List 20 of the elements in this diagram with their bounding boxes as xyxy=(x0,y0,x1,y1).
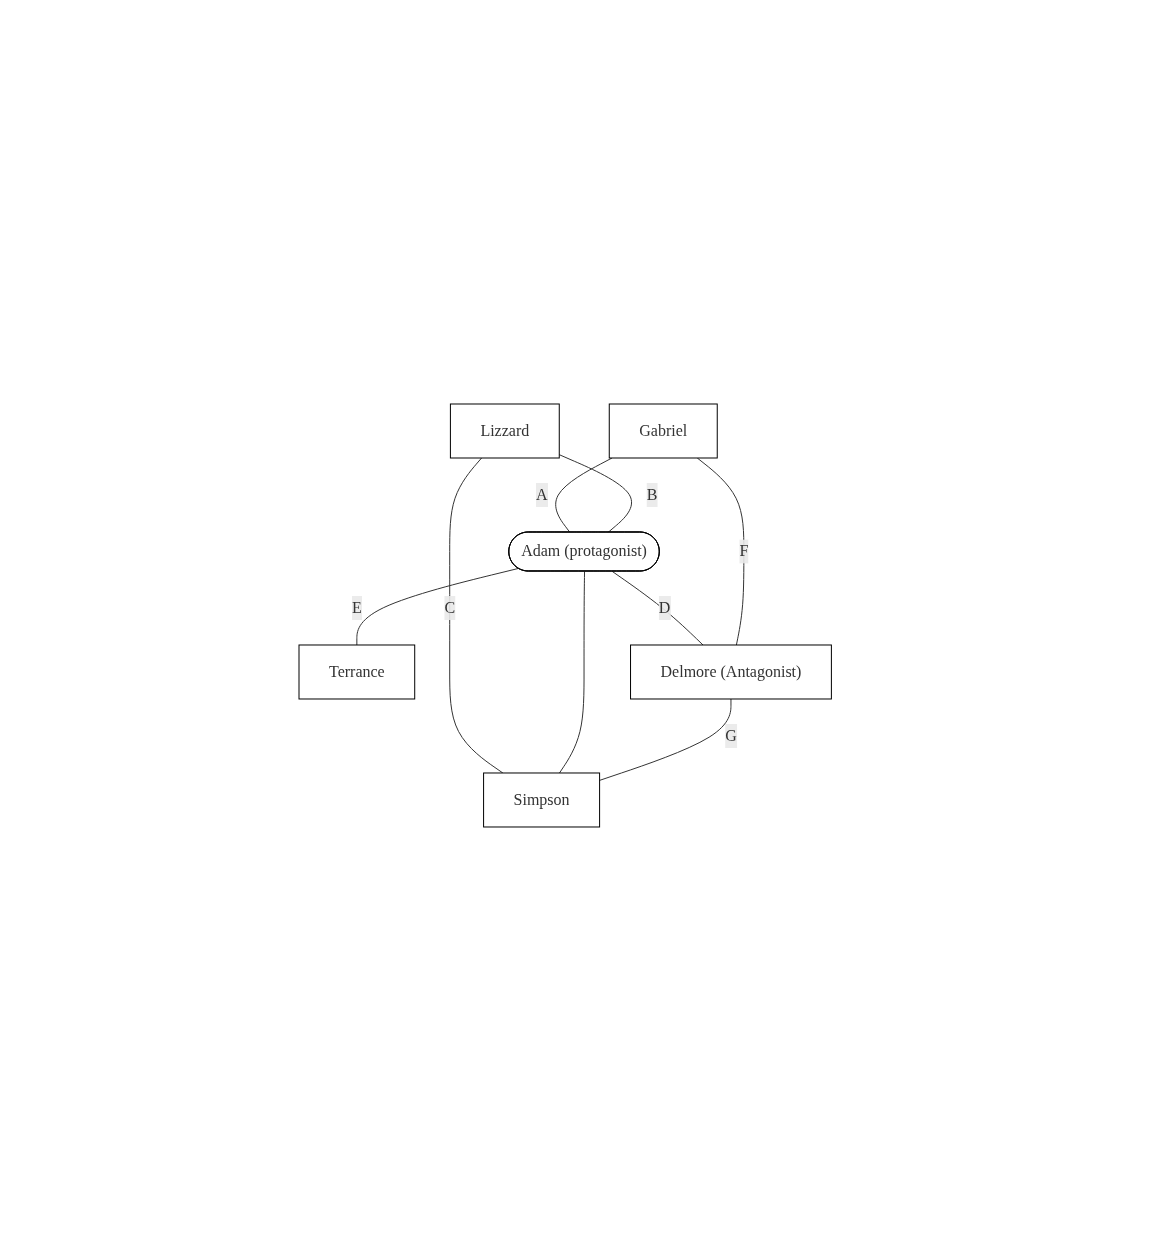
edge-label: B xyxy=(646,485,658,503)
node-box: Gabriel xyxy=(608,403,718,458)
connector xyxy=(611,570,704,645)
connector xyxy=(558,453,632,533)
connector xyxy=(449,457,504,773)
edge-label: D xyxy=(658,598,671,616)
edge-label: F xyxy=(739,541,749,559)
edge-label: C xyxy=(444,598,455,616)
connector xyxy=(696,457,745,645)
connector xyxy=(356,567,519,645)
node-box: Simpson xyxy=(482,772,600,827)
edge-label: G xyxy=(724,726,737,744)
edge-label: E xyxy=(351,598,362,616)
edge-label: A xyxy=(535,485,548,503)
connector xyxy=(598,698,732,781)
node-box: Lizzard xyxy=(449,403,560,458)
connector xyxy=(558,570,585,773)
connector xyxy=(555,457,613,533)
node-box: Terrance xyxy=(298,644,415,699)
node-box: Delmore (Antagonist) xyxy=(629,644,832,699)
